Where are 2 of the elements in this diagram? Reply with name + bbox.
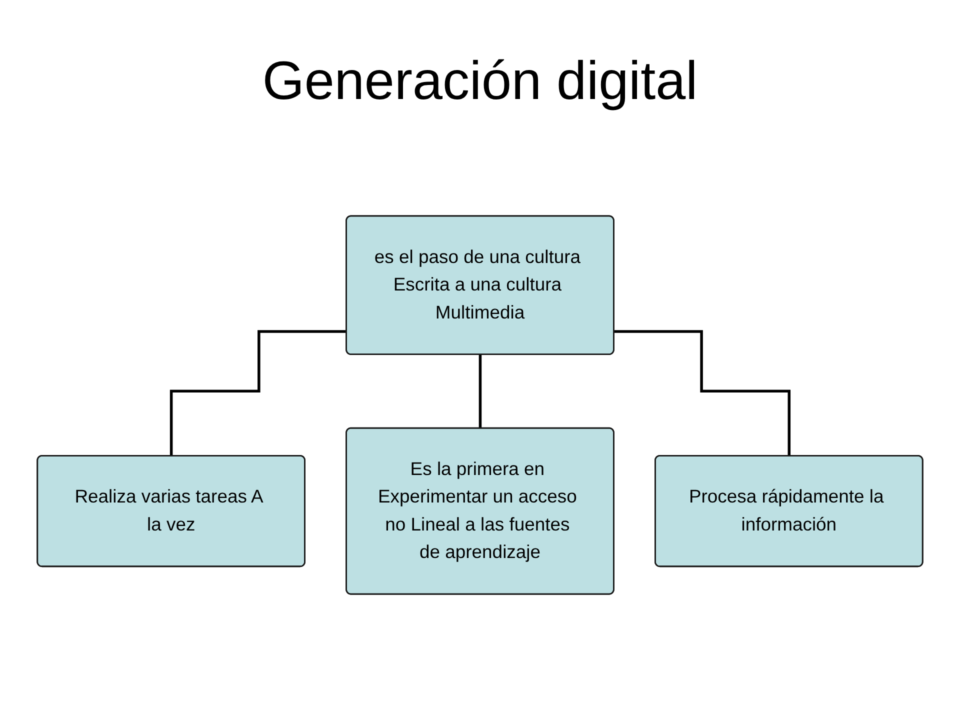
connector (478, 353, 482, 430)
title: Generación digital (261, 52, 699, 112)
